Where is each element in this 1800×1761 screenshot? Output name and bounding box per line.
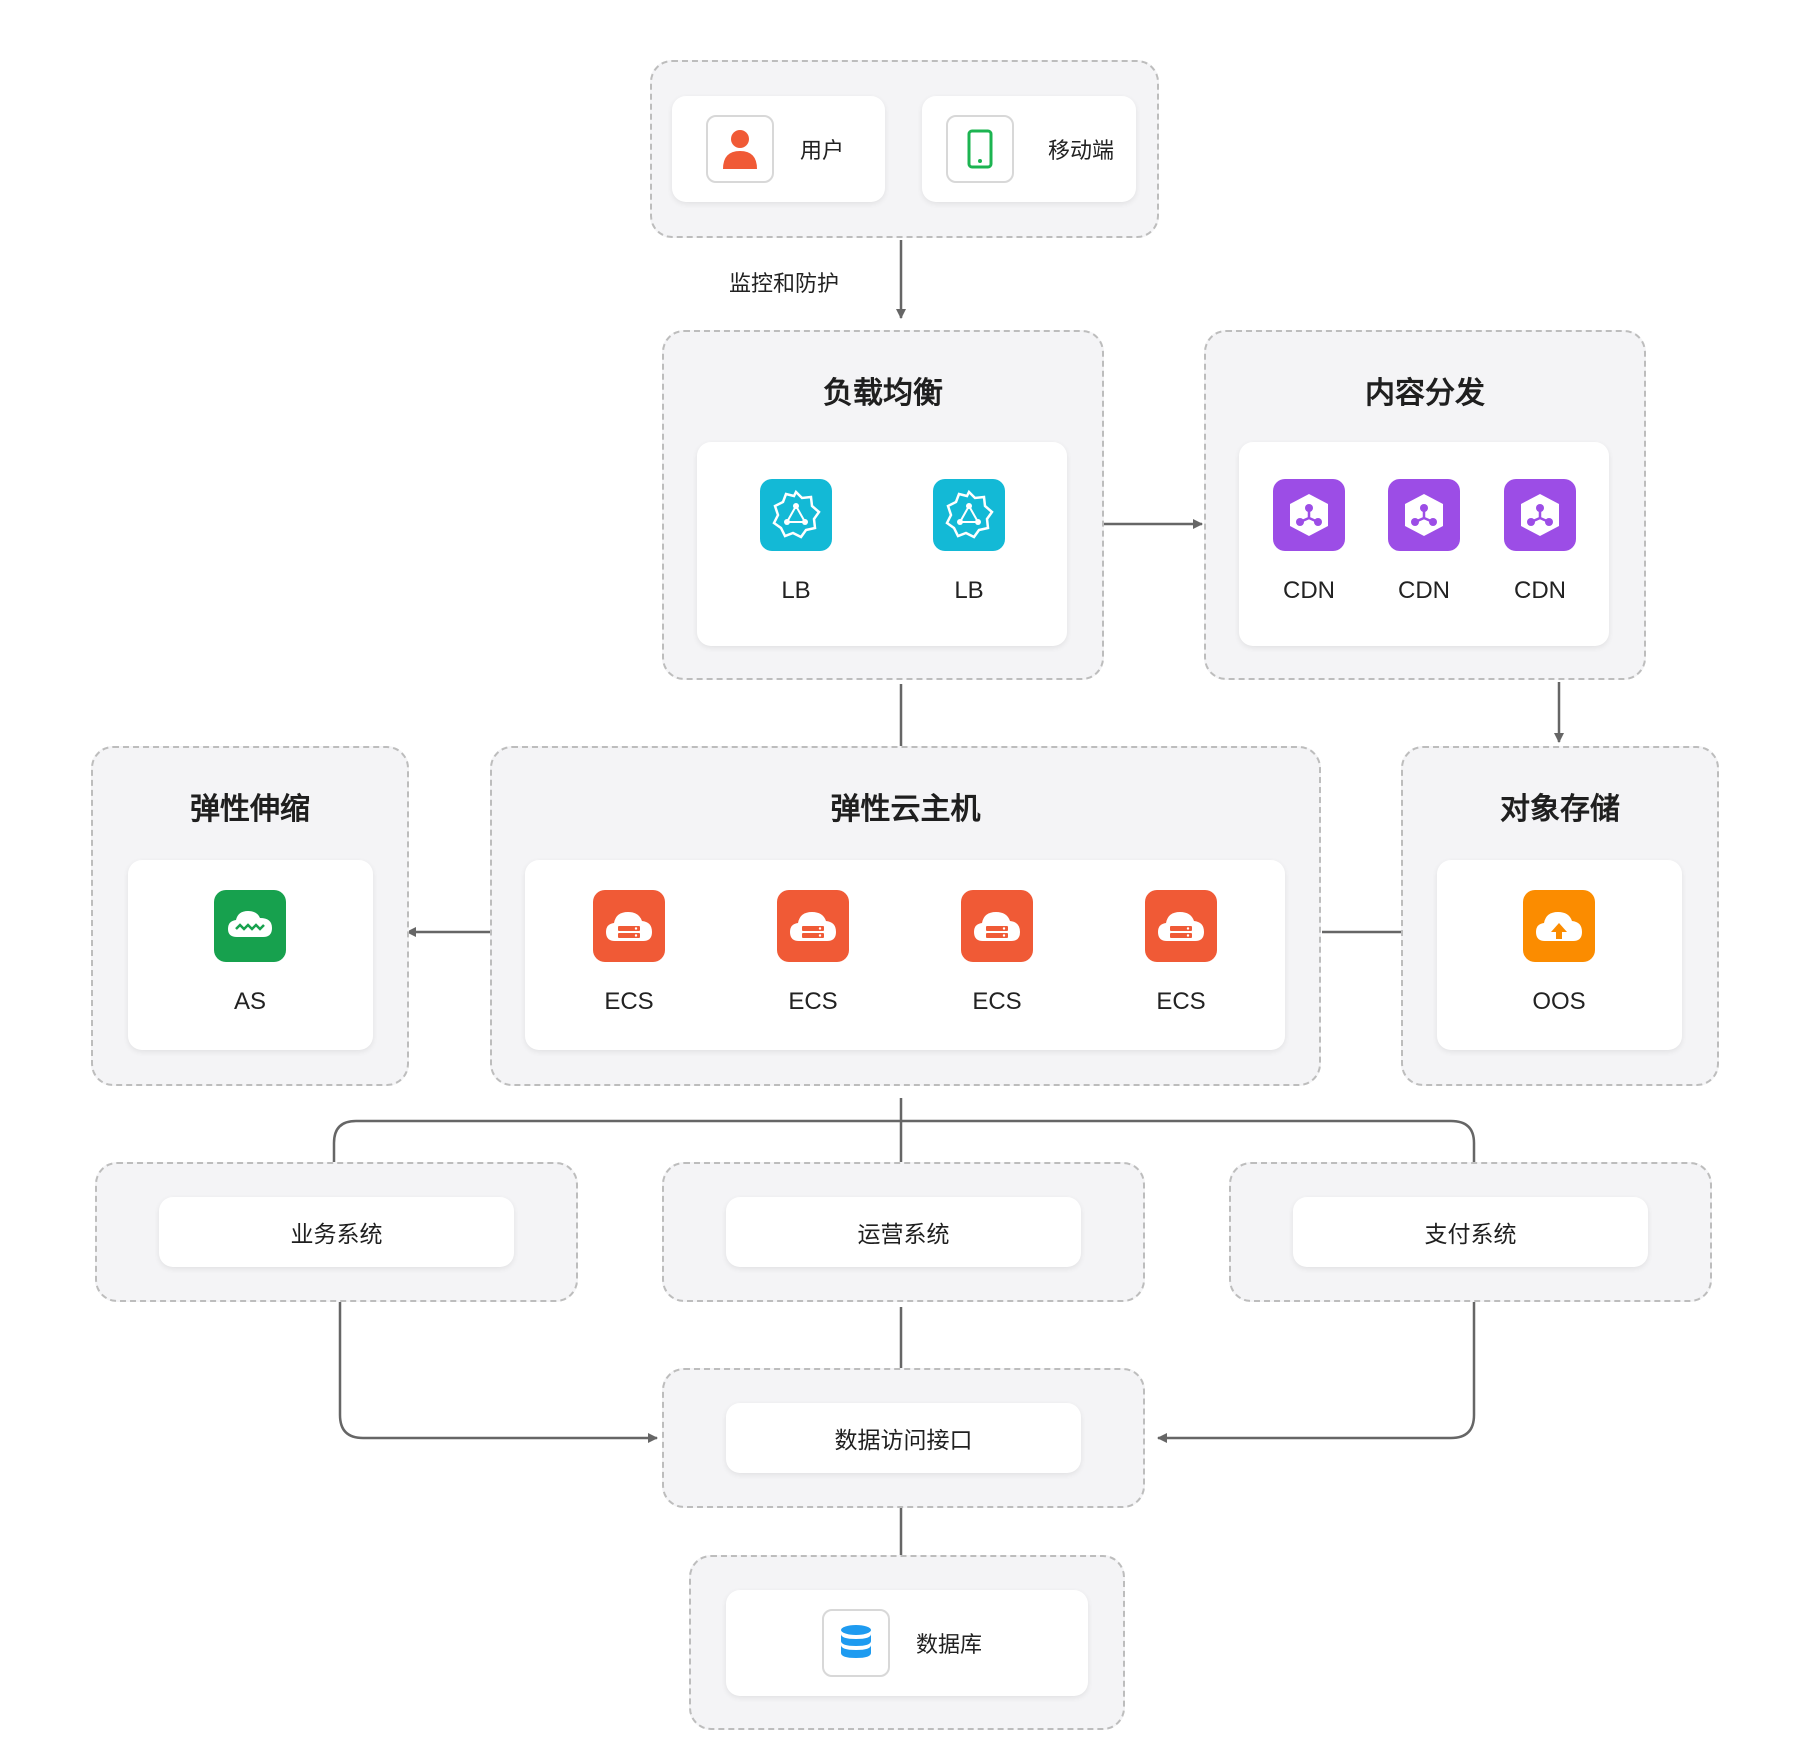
mobile-label: 移动端 bbox=[1048, 139, 1115, 164]
mobile-chip[interactable]: 移动端 bbox=[922, 96, 1136, 202]
cloud-server-icon bbox=[777, 890, 849, 962]
cdn-node-1[interactable]: CDN bbox=[1239, 479, 1379, 605]
as-label: AS bbox=[233, 988, 266, 1015]
load-balance-title: 负载均衡 bbox=[823, 376, 943, 411]
arrow-payment-to-api bbox=[1157, 1273, 1476, 1443]
autoscale-title: 弹性伸缩 bbox=[190, 792, 310, 827]
lb-label-1: LB bbox=[781, 577, 811, 604]
ecs-label-4: ECS bbox=[1156, 988, 1206, 1015]
ecs-title: 弹性云主机 bbox=[830, 792, 981, 827]
ecs-label-3: ECS bbox=[972, 988, 1022, 1015]
lb-label-2: LB bbox=[954, 577, 984, 604]
ecs-node-3[interactable]: ECS bbox=[927, 890, 1067, 1016]
cdn-cube-icon bbox=[1504, 479, 1576, 551]
arrow-ecs-to-payment bbox=[901, 1119, 1479, 1194]
cdn-cube-icon bbox=[1273, 479, 1345, 551]
cdn-node-3[interactable]: CDN bbox=[1470, 479, 1610, 605]
cloud-server-icon bbox=[961, 890, 1033, 962]
cdn-label-3: CDN bbox=[1514, 577, 1566, 604]
data-access-interface[interactable]: 数据访问接口 bbox=[726, 1403, 1081, 1473]
user-icon bbox=[706, 115, 774, 183]
arrow-business-to-api bbox=[338, 1273, 658, 1443]
ecs-label-1: ECS bbox=[604, 988, 654, 1015]
cdn-label-2: CDN bbox=[1398, 577, 1450, 604]
database-chip[interactable]: 数据库 bbox=[726, 1590, 1088, 1696]
load-balancer-icon bbox=[760, 479, 832, 551]
ecs-node-4[interactable]: ECS bbox=[1111, 890, 1251, 1016]
cloud-server-icon bbox=[593, 890, 665, 962]
user-chip[interactable]: 用户 bbox=[672, 96, 885, 202]
cdn-label-1: CDN bbox=[1283, 577, 1335, 604]
ecs-node-2[interactable]: ECS bbox=[743, 890, 883, 1016]
load-balancer-icon bbox=[933, 479, 1005, 551]
cloud-upload-icon bbox=[1523, 890, 1595, 962]
as-node[interactable]: AS bbox=[180, 890, 320, 1016]
load-balance-panel bbox=[697, 442, 1067, 646]
cdn-node-2[interactable]: CDN bbox=[1354, 479, 1494, 605]
arrow-ecs-to-business bbox=[329, 1098, 903, 1194]
business-system[interactable]: 业务系统 bbox=[159, 1197, 514, 1267]
payment-system[interactable]: 支付系统 bbox=[1293, 1197, 1648, 1267]
storage-title: 对象存储 bbox=[1500, 792, 1620, 827]
cloud-server-icon bbox=[1145, 890, 1217, 962]
lb-node-2[interactable]: LB bbox=[899, 479, 1039, 605]
operations-system[interactable]: 运营系统 bbox=[726, 1197, 1081, 1267]
ecs-label-2: ECS bbox=[788, 988, 838, 1015]
cdn-cube-icon bbox=[1388, 479, 1460, 551]
oos-node[interactable]: OOS bbox=[1489, 890, 1629, 1016]
user-label: 用户 bbox=[800, 139, 845, 164]
lb-node-1[interactable]: LB bbox=[726, 479, 866, 605]
auto-scaling-icon bbox=[214, 890, 286, 962]
ecs-node-1[interactable]: ECS bbox=[559, 890, 699, 1016]
edge-label-monitoring: 监控和防护 bbox=[729, 272, 840, 297]
cdn-title: 内容分发 bbox=[1365, 376, 1485, 411]
database-icon bbox=[822, 1609, 890, 1677]
mobile-phone-icon bbox=[946, 115, 1014, 183]
database-label: 数据库 bbox=[916, 1633, 983, 1658]
oos-label: OOS bbox=[1532, 988, 1586, 1015]
